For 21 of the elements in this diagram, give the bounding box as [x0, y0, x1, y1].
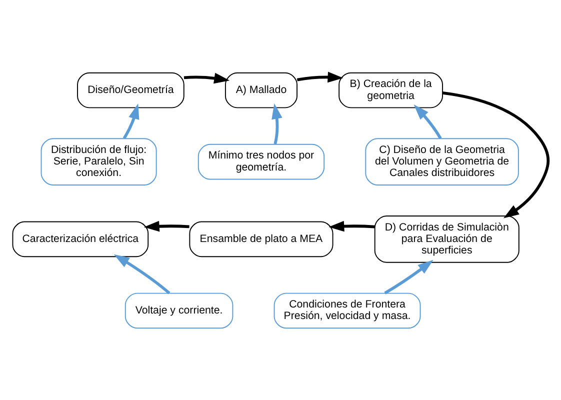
- arrow: [114, 254, 170, 294]
- node-box: D) Corridas de Simulaciòn para Evaluación de superficies: [374, 214, 520, 262]
- node-box: C) Diseño de la Geometria del Volumen y Geometria de Canales distribuidores: [365, 138, 519, 186]
- arrow: [328, 220, 375, 232]
- arrow: [296, 71, 344, 82]
- arrow: [184, 72, 230, 84]
- arrow: [384, 259, 434, 294]
- node-box: Voltaje y corriente.: [124, 292, 234, 328]
- node-box: Mínimo tres nodos por geometría.: [198, 143, 325, 180]
- arrow: [272, 102, 282, 144]
- node-box: Caracterización eléctrica: [12, 220, 149, 257]
- node-box: Distribución de flujo: Serie, Paralelo, Sin conexión.: [40, 138, 157, 186]
- node-box: Condiciones de Frontera Presión, velocidad y masa.: [274, 292, 421, 328]
- arrow: [442, 91, 550, 218]
- node-box: Diseño/Geometría: [77, 72, 184, 108]
- arrow: [122, 103, 140, 139]
- node-box: A) Mallado: [224, 72, 298, 108]
- arrow: [144, 220, 190, 232]
- node-box: Ensamble de plato a MEA: [189, 220, 334, 257]
- node-box: B) Creación de la geometria: [338, 72, 444, 108]
- arrow: [414, 104, 442, 139]
